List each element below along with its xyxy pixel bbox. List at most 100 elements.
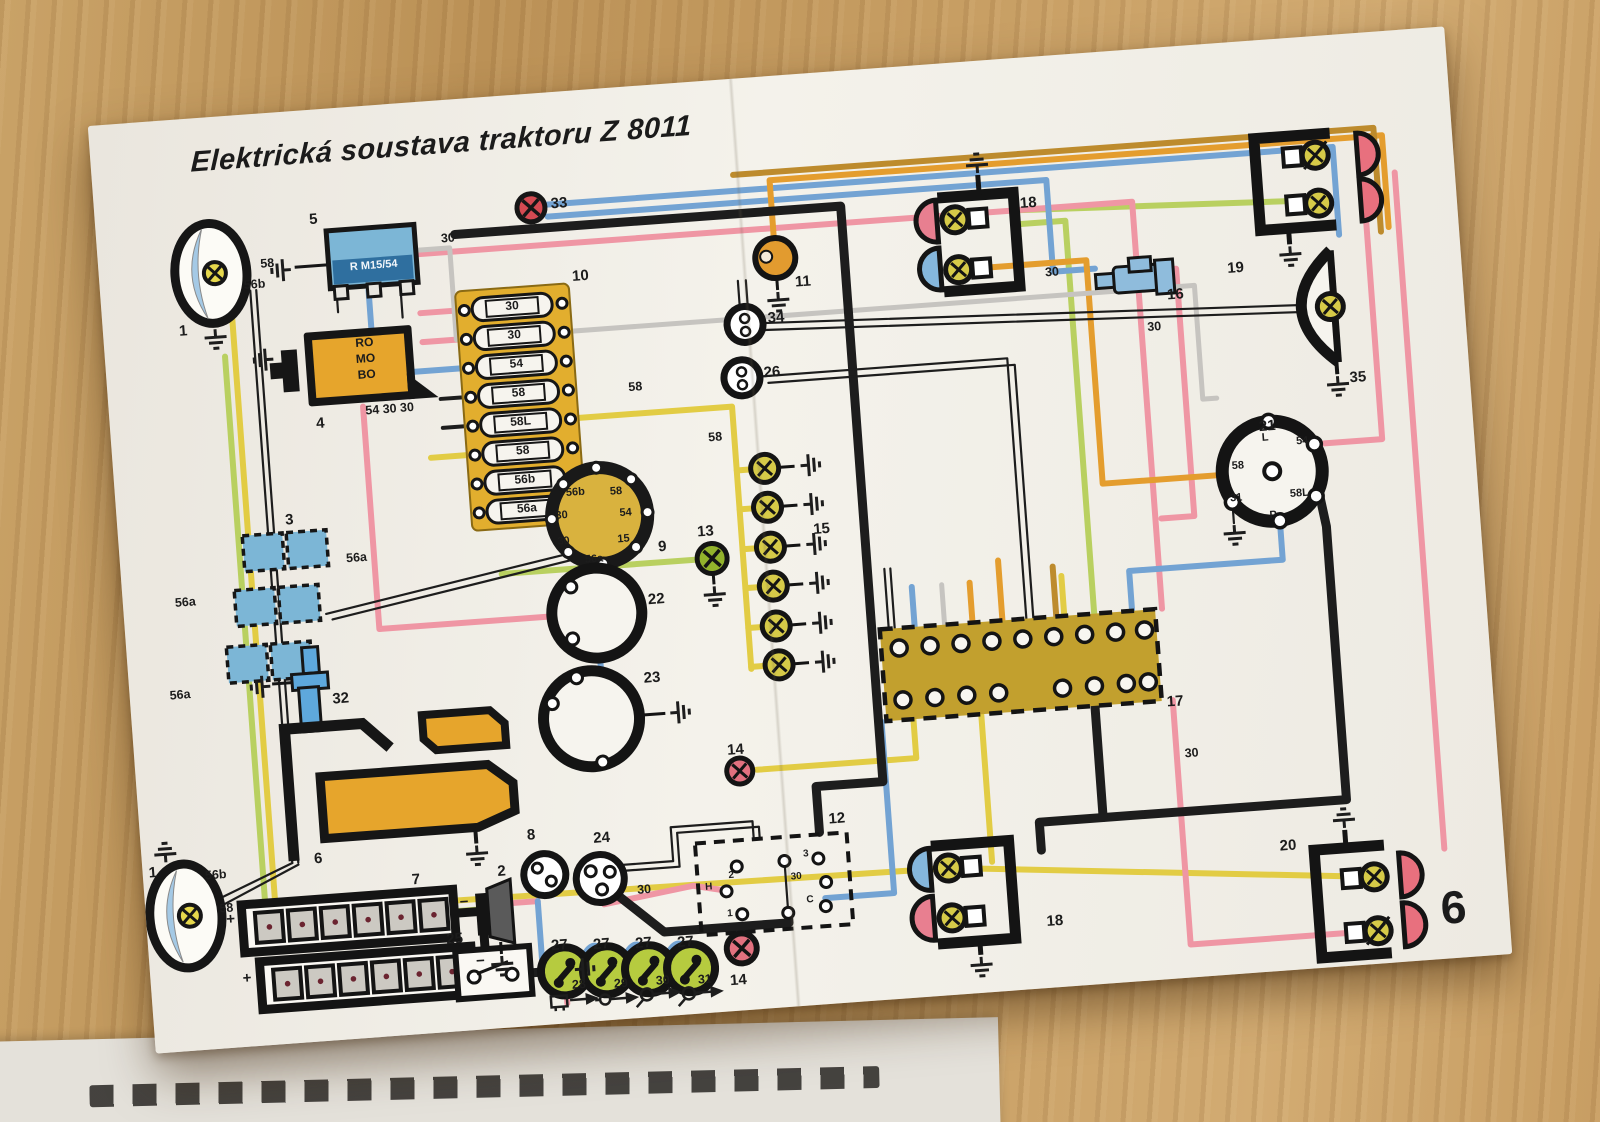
label-comp-16: 16: [1166, 285, 1185, 304]
binder-holes: [89, 1065, 880, 1108]
label-comp-6: 6: [313, 849, 323, 868]
label-comp-32: 32: [331, 689, 350, 708]
sheet-underneath: [0, 1017, 1002, 1122]
relay12-term-3: 3: [802, 848, 809, 860]
switch21-term-L: L: [1261, 431, 1269, 444]
switch21-term-58L: 58L: [1289, 486, 1310, 500]
label-comp-1-bottom: 1: [148, 864, 158, 882]
label-comp-14-bottom: 14: [729, 971, 748, 990]
relay12-term-2: 2: [727, 869, 735, 882]
battery-plus-2: +: [241, 969, 252, 987]
fuel-sender-16: [1093, 254, 1177, 296]
relay12-term-1: 1: [726, 907, 734, 920]
label-comp-5: 5: [308, 210, 319, 229]
label-comp-12: 12: [827, 809, 846, 828]
dynamo-4: [269, 325, 439, 407]
panel-lamps-15: [748, 451, 810, 682]
starter-box-12: [692, 830, 856, 938]
wire-label-30-sender: 30: [1044, 264, 1060, 280]
button-26: [720, 356, 764, 400]
button-34: [723, 302, 767, 346]
wires-pink: [353, 169, 1448, 1007]
label-comp-26: 26: [763, 363, 781, 382]
label-comp-10: 10: [571, 266, 590, 285]
regulator-5: [294, 221, 421, 302]
label-comp-8: 8: [526, 826, 536, 844]
wire-label-56b-top: 56b: [243, 276, 266, 293]
wires-blue: [365, 143, 1343, 972]
label-comp-9: 9: [657, 537, 668, 556]
wire-label-56a-right: 56a: [345, 549, 368, 566]
label-comp-7: 7: [411, 870, 421, 889]
socket-8: [520, 850, 570, 900]
switch9-term-56b: 56b: [565, 485, 586, 500]
label-comp-28: 28: [571, 976, 587, 992]
label-comp-30: 30: [655, 972, 671, 988]
label-comp-34: 34: [767, 308, 785, 327]
gauge-23: [538, 665, 666, 773]
switch21-term-31: 31: [1229, 491, 1243, 505]
wire-label-56a-left: 56a: [174, 594, 197, 610]
wire-label-58-bus: 58: [707, 429, 723, 445]
wire-label-56a-lower: 56a: [169, 687, 192, 703]
switch9-term-58: 58: [609, 484, 623, 498]
lamp-20: [1308, 829, 1429, 964]
lamp-14-bottom: [723, 930, 760, 967]
battery-minus-1: −: [459, 893, 469, 911]
label-comp-18-bottom: 18: [1045, 911, 1064, 930]
engine-6: [278, 706, 520, 862]
combi-lamp-18-top: [913, 174, 1026, 298]
label-comp-1-top: 1: [178, 322, 189, 340]
wire-label-30-relay: 30: [636, 881, 652, 897]
label-comp-18-top: 18: [1019, 193, 1038, 212]
label-comp-31: 31: [697, 971, 713, 987]
wire-label-58-fuse: 58: [627, 379, 643, 395]
spotlight-35: [1295, 246, 1346, 375]
label-comp-27b: 27: [592, 935, 611, 954]
label-comp-35: 35: [1348, 368, 1367, 387]
symbol-icons-28-31: [549, 985, 724, 1012]
label-comp-3: 3: [284, 511, 295, 529]
label-comp-14-top: 14: [726, 740, 745, 759]
switch9-term-30b: 30: [557, 534, 571, 548]
headlight-1-top: [170, 218, 252, 328]
switch21-term-54: 54: [1295, 434, 1309, 448]
gauge-22: [546, 562, 648, 664]
switch9-term-15: 15: [617, 532, 631, 546]
label-comp-2: 2: [496, 862, 507, 881]
preheater-32: [272, 645, 331, 734]
lamp-19: [1247, 127, 1385, 245]
headlight-1-bottom: [145, 859, 227, 973]
switch21-term-P: P: [1269, 509, 1278, 522]
label-comp-24: 24: [592, 828, 611, 847]
sensor-sockets-27: [536, 940, 720, 1000]
label-comp-15: 15: [812, 519, 831, 538]
label-comp-13: 13: [696, 522, 715, 541]
label-comp-27c: 27: [634, 933, 653, 953]
label-comp-22: 22: [647, 590, 666, 609]
horn-11: [752, 235, 799, 291]
page-number: 6: [1438, 880, 1469, 934]
battery-minus-2: −: [475, 952, 486, 970]
wire-label-30-lamp20: 30: [1184, 745, 1200, 761]
label-comp-27a: 27: [550, 936, 569, 955]
lamp-14-top: [724, 755, 756, 787]
diagram-paper: Elektrická soustava traktoru Z 8011 6 R …: [87, 26, 1513, 1054]
fuse-box-10: [454, 282, 587, 532]
relay12-term-30: 30: [790, 870, 803, 883]
label-comp-23: 23: [643, 668, 661, 687]
lamp-33: [514, 191, 548, 225]
label-comp-4: 4: [315, 414, 326, 433]
switch9-term-30a: 30: [555, 508, 569, 522]
wire-label-56b-bottom: 56b: [204, 866, 227, 883]
battery-switch-25: [451, 942, 536, 1003]
label-comp-19: 19: [1226, 258, 1245, 277]
wire-label-58-top: 58: [259, 255, 275, 271]
switch9-term-56a: 56a: [584, 552, 604, 566]
switch21-term-58: 58: [1231, 459, 1245, 473]
relay12-term-H: H: [704, 881, 713, 893]
label-comp-25: 25: [445, 929, 464, 948]
label-comp-29: 29: [613, 975, 629, 991]
combi-lamp-18-bottom: [907, 834, 1022, 956]
